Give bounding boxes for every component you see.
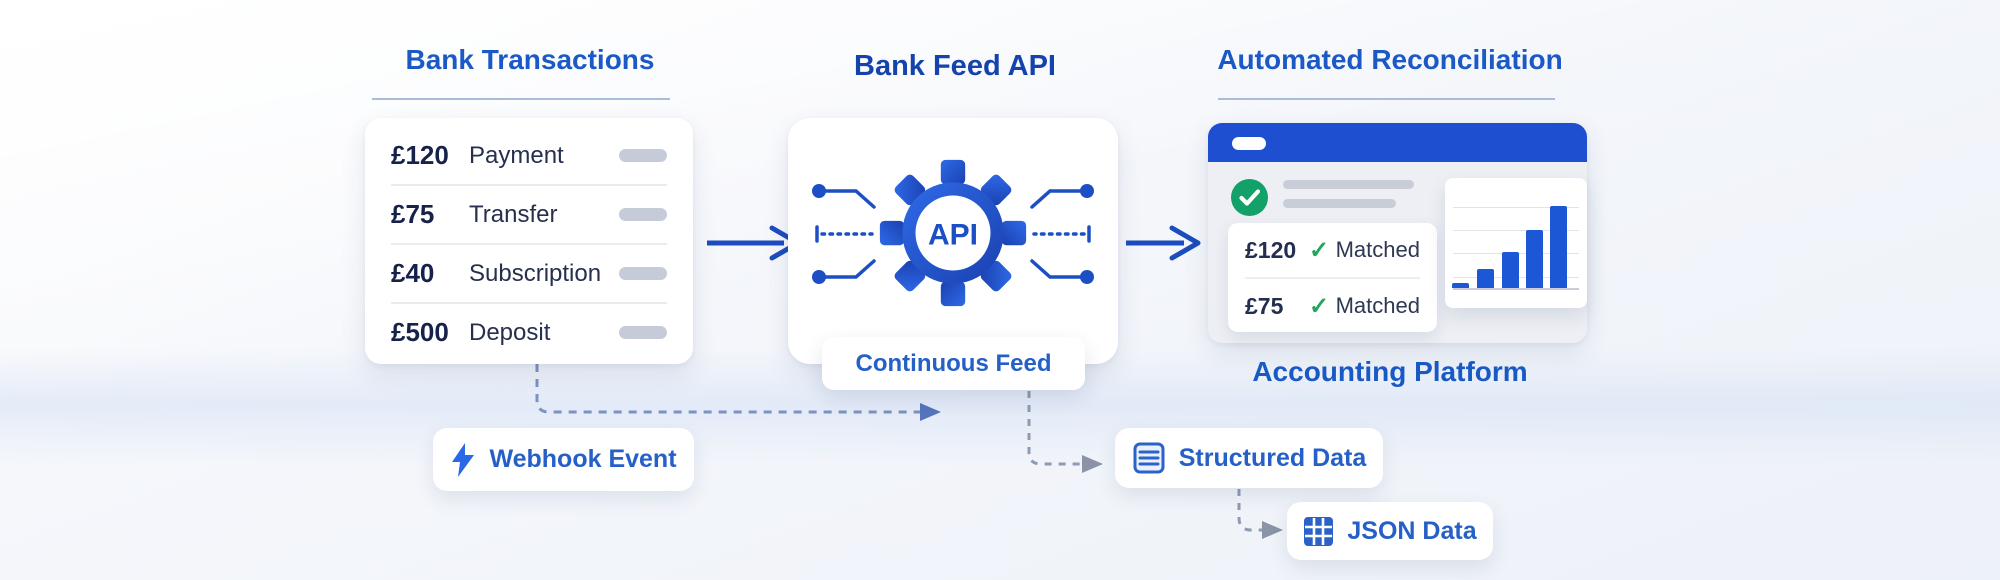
- matched-row: £75 ✓ Matched: [1245, 279, 1420, 333]
- circuit-lines-right-icon: [1030, 184, 1094, 284]
- placeholder-line: [1283, 180, 1414, 189]
- chart-bar: [1452, 283, 1469, 288]
- matched-check-icon: ✓: [1308, 236, 1330, 264]
- continuous-feed-label: Continuous Feed: [855, 349, 1052, 377]
- transaction-placeholder-pill: [619, 267, 667, 280]
- transaction-amount: £500: [391, 317, 449, 347]
- transaction-label: Deposit: [469, 318, 551, 346]
- json-data-label: JSON Data: [1347, 516, 1477, 545]
- bank-transactions-underline: [372, 98, 670, 100]
- structured-data-label: Structured Data: [1178, 443, 1367, 472]
- arrow-left-to-api: [707, 225, 801, 261]
- transaction-row: £500 Deposit: [391, 304, 667, 361]
- chart-bar: [1550, 206, 1567, 288]
- chart-bar: [1477, 269, 1494, 288]
- json-grid-icon: [1304, 516, 1334, 546]
- matched-row: £120 ✓ Matched: [1245, 223, 1420, 279]
- transaction-amount: £75: [391, 199, 435, 229]
- transaction-label: Payment: [469, 141, 564, 169]
- circuit-lines-left-icon: [812, 184, 876, 284]
- matched-status: Matched: [1335, 293, 1420, 318]
- continuous-feed-card: Continuous Feed: [822, 337, 1085, 390]
- bank-feed-api-title: Bank Feed API: [854, 50, 1056, 82]
- api-gear-icon: API: [879, 159, 1027, 307]
- transaction-placeholder-pill: [619, 208, 667, 221]
- json-data-badge: JSON Data: [1287, 502, 1493, 560]
- chart-bar: [1502, 252, 1519, 288]
- chart-baseline: [1453, 288, 1579, 290]
- transaction-placeholder-pill: [619, 149, 667, 162]
- structured-data-icon: [1133, 442, 1165, 474]
- chart-bar: [1526, 230, 1543, 288]
- success-check-icon: [1231, 179, 1268, 216]
- matched-amount: £120: [1245, 236, 1297, 263]
- bank-transactions-card: £120 Payment £75 Transfer £40 Subscripti…: [365, 118, 693, 364]
- placeholder-line: [1283, 199, 1396, 208]
- bank-transactions-title: Bank Transactions: [405, 44, 655, 75]
- reconciliation-mockup-card: £120 ✓ Matched £75 ✓ Matched: [1208, 123, 1587, 343]
- automated-reconciliation-title: Automated Reconciliation: [1217, 44, 1563, 75]
- lightning-bolt-icon: [452, 442, 475, 477]
- transaction-label: Transfer: [469, 200, 558, 228]
- matched-status: Matched: [1335, 237, 1420, 262]
- mockup-header-bar: [1208, 123, 1587, 162]
- dashed-structured-flow: [1027, 391, 1103, 473]
- arrow-api-to-reconciliation: [1126, 225, 1201, 261]
- transaction-placeholder-pill: [619, 326, 667, 339]
- bank-feed-api-card: API: [788, 118, 1118, 364]
- transaction-amount: £40: [391, 258, 435, 288]
- transaction-label: Subscription: [469, 259, 602, 287]
- matched-transactions-card: £120 ✓ Matched £75 ✓ Matched: [1228, 223, 1437, 332]
- matched-check-icon: ✓: [1308, 292, 1330, 320]
- transaction-row: £40 Subscription: [391, 245, 667, 304]
- mini-bar-chart: [1445, 178, 1587, 308]
- transaction-row: £120 Payment: [391, 127, 667, 186]
- mockup-header-pill: [1232, 137, 1266, 150]
- structured-data-badge: Structured Data: [1115, 428, 1383, 488]
- dashed-json-flow: [1237, 489, 1283, 539]
- transaction-row: £75 Transfer: [391, 186, 667, 245]
- webhook-event-badge: Webhook Event: [433, 428, 694, 491]
- accounting-platform-label: Accounting Platform: [1252, 356, 1528, 387]
- transaction-amount: £120: [391, 140, 449, 170]
- automated-reconciliation-underline: [1218, 98, 1555, 100]
- webhook-event-label: Webhook Event: [489, 445, 677, 473]
- api-gear-label: API: [928, 218, 978, 251]
- matched-amount: £75: [1245, 292, 1284, 319]
